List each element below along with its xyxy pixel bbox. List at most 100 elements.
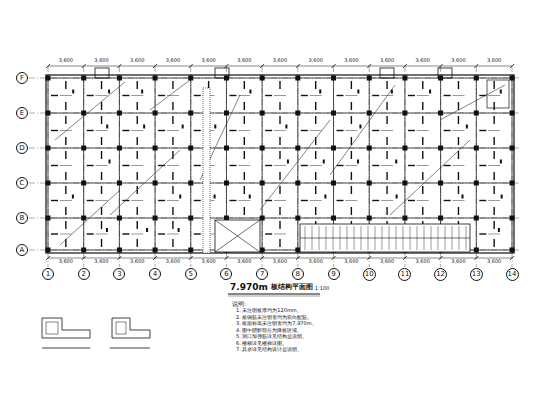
axis-bubble: E — [16, 107, 28, 119]
column — [188, 146, 193, 151]
column — [331, 216, 336, 221]
dimension-line — [48, 66, 512, 67]
note-line: 2. 板钢筋未注明者均为双向配筋。 — [236, 315, 312, 321]
column — [153, 181, 158, 186]
column — [474, 111, 479, 116]
dimension-text: 3,600 — [166, 259, 180, 265]
beam-line — [46, 218, 514, 219]
axis-bubble: 3 — [113, 268, 125, 280]
axis-label: 5 — [189, 271, 193, 278]
beam-line — [46, 113, 514, 114]
plan-title: 板结构平面图 — [271, 284, 313, 292]
grid-line — [29, 183, 520, 184]
column — [260, 216, 265, 221]
column — [510, 146, 515, 151]
note-line: 5. 洞口加强筋详见结构总说明。 — [236, 334, 307, 340]
column — [438, 216, 443, 221]
grid-line — [29, 113, 520, 114]
column — [81, 248, 86, 253]
beam-line — [512, 75, 513, 253]
column — [117, 76, 122, 81]
grid-line — [83, 66, 84, 267]
axis-label: 14 — [508, 271, 517, 278]
dimension-text: 3,600 — [130, 58, 144, 64]
axis-bubble: 1 — [42, 268, 54, 280]
column — [188, 248, 193, 253]
grid-line — [476, 66, 477, 267]
column — [402, 216, 407, 221]
axis-bubble: 9 — [328, 268, 340, 280]
shaft-strip — [203, 88, 210, 253]
beam-line — [476, 75, 477, 253]
axis-label: A — [20, 247, 25, 254]
column — [510, 111, 515, 116]
dimension-text: 3,600 — [380, 58, 394, 64]
dimension-text: 3,600 — [59, 259, 73, 265]
dimension-text: 3,600 — [237, 259, 251, 265]
column — [510, 181, 515, 186]
grid-line — [29, 218, 520, 219]
column — [438, 181, 443, 186]
column — [367, 216, 372, 221]
axis-label: D — [19, 145, 24, 152]
axis-label: 7 — [260, 271, 264, 278]
dimension-text: 3,600 — [201, 58, 215, 64]
column — [295, 181, 300, 186]
dimension-text: 3,600 — [451, 58, 465, 64]
column — [46, 111, 51, 116]
axis-label: 8 — [296, 271, 300, 278]
column — [474, 248, 479, 253]
axis-bubble: 5 — [185, 268, 197, 280]
dimension-text: 3,600 — [273, 58, 287, 64]
slab-span-line — [440, 85, 505, 120]
axis-bubble: F — [16, 72, 28, 84]
grid-line — [48, 66, 49, 267]
column — [188, 76, 193, 81]
dimension-text: 3,600 — [344, 259, 358, 265]
column — [510, 76, 515, 81]
plan-elevation: 7.970m — [230, 283, 268, 293]
grid-line — [190, 66, 191, 267]
axis-bubble: C — [16, 177, 28, 189]
grid-line — [512, 66, 513, 267]
note-line: 7. 其余详见结构设计总说明。 — [236, 347, 302, 353]
slab-span-line — [150, 80, 190, 110]
slab-span-line — [260, 120, 330, 210]
dimension-text: 3,600 — [59, 58, 73, 64]
column — [188, 181, 193, 186]
axis-label: E — [20, 110, 24, 117]
column — [224, 111, 229, 116]
axis-label: 6 — [224, 271, 228, 278]
axis-bubble: 8 — [292, 268, 304, 280]
column — [81, 181, 86, 186]
column — [474, 216, 479, 221]
column — [367, 76, 372, 81]
dimension-text: 3,600 — [130, 259, 144, 265]
column — [367, 181, 372, 186]
grid-line — [119, 66, 120, 267]
column — [153, 111, 158, 116]
slab-span-line — [60, 190, 120, 245]
column — [117, 146, 122, 151]
column — [510, 216, 515, 221]
axis-label: F — [20, 75, 24, 82]
column — [260, 76, 265, 81]
dimension-text: 3,600 — [166, 58, 180, 64]
axis-bubble: A — [16, 244, 28, 256]
slab-span-line — [330, 85, 395, 175]
column — [117, 111, 122, 116]
column — [188, 216, 193, 221]
column — [402, 76, 407, 81]
dimension-text: 3,600 — [451, 259, 465, 265]
column — [153, 146, 158, 151]
section-details — [42, 318, 150, 348]
dimension-text: 3,600 — [416, 58, 430, 64]
axis-label: 13 — [472, 271, 481, 278]
column — [295, 146, 300, 151]
grid-line — [262, 66, 263, 267]
note-line: 6. 楼梯详见楼梯详图。 — [236, 341, 287, 347]
column — [81, 76, 86, 81]
column — [46, 76, 51, 81]
column — [260, 111, 265, 116]
